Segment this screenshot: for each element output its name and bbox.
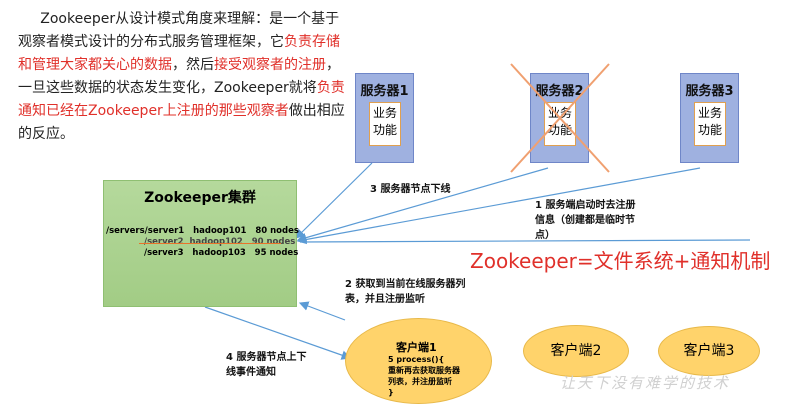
arrow-server1 (295, 162, 373, 239)
watermark: 让天下没有难学的技术 (560, 374, 731, 392)
intro-highlight: 负责通知已经在Zookeeper上注册的那些观察者 (18, 80, 345, 119)
step-3-label: 3 服务器节点下线 (370, 184, 451, 195)
server-body: 业务功能 (369, 102, 401, 146)
step-2-label: 2 获取到当前在线服务器列表，并且注册监听 (345, 279, 466, 305)
intro-paragraph: Zookeeper从设计模式角度来理解：是一个基于观察者模式设计的分布式服务管理… (18, 8, 348, 146)
server-title: 服务器2 (535, 84, 584, 99)
node-row-removed: /server2 hadoop102 90 nodes (144, 237, 296, 247)
slogan: Zookeeper=文件系统+通知机制 (470, 249, 771, 273)
cluster-title: Zookeeper集群 (144, 190, 256, 206)
cross-icon (510, 63, 610, 173)
intro-highlight: 接受观察者的注册 (214, 57, 326, 73)
node-row: /server3 hadoop103 95 nodes (144, 248, 299, 258)
client-title: 客户端1 (396, 341, 437, 354)
arrow-zk-to-client (204, 306, 352, 360)
node-row: /servers/server1 hadoop101 80 nodes (106, 226, 299, 236)
arrow-server2 (296, 167, 549, 243)
arrow-client-to-zk (298, 301, 346, 321)
intro-text: 做出相应的反应。 (18, 103, 345, 142)
code-line: } (388, 388, 394, 397)
strike-line (139, 243, 281, 244)
zookeeper-cluster: Zookeeper集群 /servers/server1 hadoop101 8… (103, 180, 299, 307)
server-body: 业务功能 (544, 102, 576, 146)
intro-text: Zookeeper从设计模式角度来理解：是一个基于观察者模式设计的分布式服务管理… (18, 11, 340, 50)
code-line: 5 process(){ (388, 355, 445, 364)
step-4-label: 4 服务器节点上下线事件通知 (226, 352, 307, 378)
client-2: 客户端2 (523, 325, 629, 377)
code-line: 重新再去获取服务器 (388, 366, 460, 375)
intro-highlight: 负责存储和管理大家都关心的数据 (18, 34, 340, 73)
arrow-server3 (296, 167, 701, 245)
server-3: 服务器3 业务功能 (680, 73, 739, 163)
arrow-notify-line (299, 239, 751, 243)
server-body: 业务功能 (694, 102, 726, 146)
intro-text: ，然后 (172, 57, 214, 73)
server-title: 服务器1 (360, 84, 409, 99)
client-3: 客户端3 (658, 326, 760, 376)
intro-text: ，一旦这些数据的状态发生变化，Zookeeper就将 (18, 57, 340, 96)
step-1-label: 1 服务端启动时去注册信息（创建都是临时节点） (535, 200, 636, 241)
server-2: 服务器2 业务功能 (510, 63, 610, 173)
client-1: 客户端1 5 process(){ 重新再去获取服务器 列表，并注册监听 } (345, 318, 492, 404)
server-1: 服务器1 业务功能 (355, 73, 414, 163)
code-line: 列表，并注册监听 (388, 377, 452, 386)
server-title: 服务器3 (685, 84, 734, 99)
